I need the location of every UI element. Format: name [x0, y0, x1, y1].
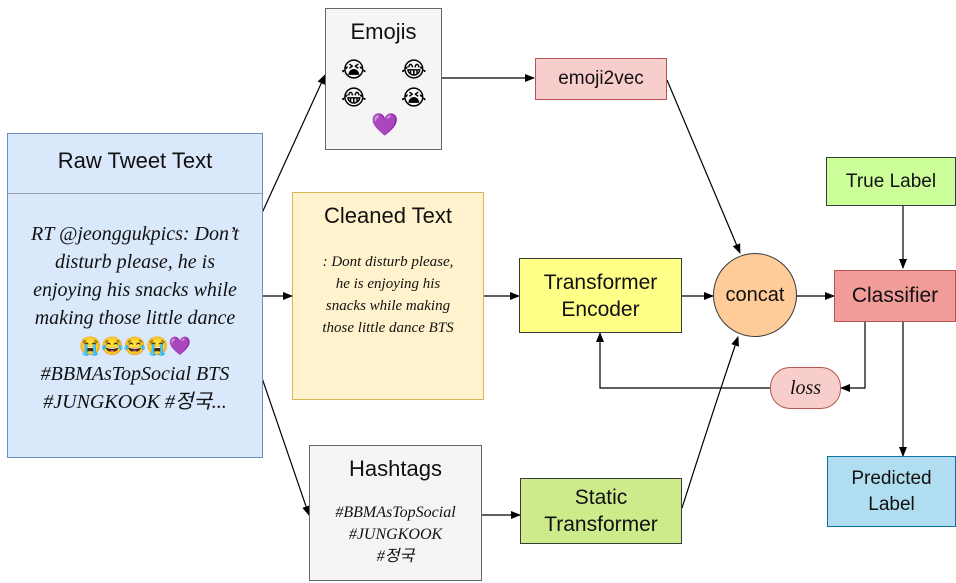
raw-tweet-line: #BBMAsTopSocial BTS: [40, 363, 230, 385]
static-transformer-label-1: Static: [574, 486, 628, 509]
arrow-classifier-to-loss: [840, 322, 866, 392]
loss-node: loss: [770, 367, 841, 409]
tears-of-joy-icon: 😂: [341, 86, 367, 111]
purple-heart-icon: 💜: [371, 113, 399, 138]
transformer-encoder-label-1: Transformer: [543, 270, 658, 294]
arrow-emoji2vec-to-concat: [666, 79, 741, 254]
hashtag-item: #JUNGKOOK: [348, 526, 443, 543]
true-label-text: True Label: [845, 170, 937, 192]
cleaned-text-line: those little dance BTS: [322, 320, 454, 336]
transformer-encoder-node: Transformer Encoder: [519, 258, 682, 333]
raw-tweet-line: RT @jeonggukpics: Don’t: [30, 223, 239, 245]
crying-face-icon: 😭: [341, 58, 367, 83]
hashtag-item: #정국: [376, 548, 415, 565]
classifier-label: Classifier: [851, 284, 939, 307]
raw-tweet-emojis: 😭😂😂😭💜: [78, 336, 192, 356]
cleaned-text-line: he is enjoying his: [335, 276, 441, 292]
predicted-label-text-2: Label: [868, 493, 915, 515]
classifier-node: Classifier: [834, 270, 956, 322]
hashtags-body: #BBMAsTopSocial #JUNGKOOK #정국: [310, 502, 481, 568]
hashtag-item: #BBMAsTopSocial: [335, 504, 456, 521]
predicted-label-text-1: Predicted: [851, 467, 932, 489]
hashtags-box: Hashtags #BBMAsTopSocial #JUNGKOOK #정국: [309, 445, 482, 581]
arrow-raw-to-emojis: [261, 74, 326, 214]
arrow-static-to-concat: [681, 336, 739, 509]
loss-label: loss: [789, 376, 822, 399]
emojis-title: Emojis: [350, 19, 417, 44]
raw-tweet-line: making those little dance: [34, 307, 236, 329]
crying-face-icon: 😭: [401, 86, 427, 111]
raw-tweet-line: disturb please, he is: [55, 251, 215, 273]
predicted-label-node: Predicted Label: [827, 456, 956, 527]
cleaned-text-line: snacks while making: [325, 298, 451, 314]
emoji2vec-label: emoji2vec: [558, 68, 644, 89]
arrow-loss-to-transformer: [596, 332, 770, 389]
cleaned-text-box: Cleaned Text : Dont disturb please, he i…: [292, 192, 484, 400]
emojis-box: Emojis 😭 😂 😂 😭 💜: [325, 8, 442, 150]
arrow-raw-to-hashtags: [261, 377, 310, 516]
true-label-node: True Label: [826, 157, 956, 206]
cleaned-text-title: Cleaned Text: [323, 203, 452, 228]
hashtags-title: Hashtags: [349, 456, 442, 481]
emoji2vec-node: emoji2vec: [535, 58, 667, 100]
raw-tweet-title: Raw Tweet Text: [57, 148, 213, 173]
transformer-encoder-label-2: Encoder: [561, 297, 640, 321]
raw-tweet-body: RT @jeonggukpics: Don’t disturb please, …: [8, 220, 262, 416]
cleaned-text-line: : Dont disturb please,: [322, 254, 454, 270]
cleaned-text-body: : Dont disturb please, he is enjoying hi…: [293, 251, 483, 339]
raw-tweet-line: #JUNGKOOK #정국...: [43, 391, 227, 413]
raw-tweet-box: Raw Tweet Text RT @jeonggukpics: Don’t d…: [7, 133, 263, 458]
static-transformer-node: Static Transformer: [520, 478, 682, 544]
raw-tweet-line: enjoying his snacks while: [33, 279, 237, 301]
concat-node: concat: [713, 253, 797, 337]
raw-tweet-divider: [8, 193, 262, 194]
tears-of-joy-icon: 😂: [401, 58, 427, 83]
static-transformer-label-2: Transformer: [544, 513, 658, 536]
concat-label: concat: [725, 283, 785, 306]
